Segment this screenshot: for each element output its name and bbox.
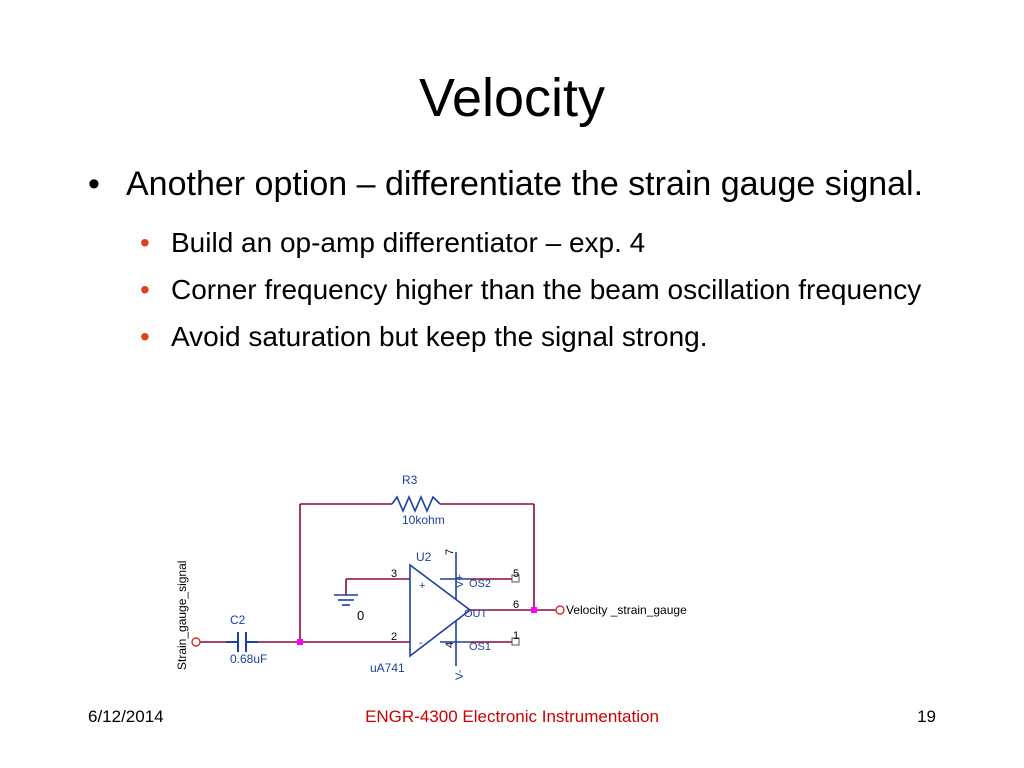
junction-dot xyxy=(297,639,303,645)
c2-label: C2 xyxy=(230,613,246,627)
resistor-r3 xyxy=(391,494,441,514)
junction-dot xyxy=(531,607,537,613)
bullet-level2: • Corner frequency higher than the beam … xyxy=(88,273,968,306)
input-terminal xyxy=(191,637,201,647)
footer-page-number: 19 xyxy=(917,707,936,726)
footer-course: ENGR-4300 Electronic Instrumentation xyxy=(365,707,659,726)
os1-label: OS1 xyxy=(469,641,491,653)
bullet-dot: • xyxy=(88,165,100,203)
output-label: Velocity _strain_gauge xyxy=(566,603,687,617)
r3-value: 10kohm xyxy=(402,513,445,527)
out-label: OUT xyxy=(464,608,488,620)
pin-5-label: 5 xyxy=(513,568,519,580)
inverting-sign: - xyxy=(419,637,423,649)
vminus-label: V- xyxy=(454,669,466,680)
input-label: Strain_gauge_signal xyxy=(175,561,189,670)
bullet-list: • Another option – differentiate the str… xyxy=(88,162,968,353)
pin5-terminal xyxy=(511,574,520,583)
pin1-terminal xyxy=(511,637,520,646)
pin-4-label: 4 xyxy=(444,642,456,648)
pin-7-label: 7 xyxy=(444,549,456,555)
pin-3-label: 3 xyxy=(391,568,397,580)
ground-symbol xyxy=(334,594,358,606)
r3-label: R3 xyxy=(402,473,418,487)
output-terminal xyxy=(555,605,565,615)
bullet-text: Avoid saturation but keep the signal str… xyxy=(171,321,708,352)
differentiator-schematic: R3 10kohm C2 0.68uF U2 uA741 0 Strain_ga… xyxy=(175,473,687,680)
bullet-level2: • Build an op-amp differentiator – exp. … xyxy=(88,226,968,259)
bullet-level1: • Another option – differentiate the str… xyxy=(88,162,968,206)
ground-label: 0 xyxy=(357,608,364,623)
schematic-wires xyxy=(200,503,556,643)
os2-label: OS2 xyxy=(469,578,491,590)
u2-part: uA741 xyxy=(370,661,405,675)
bullet-text: Build an op-amp differentiator – exp. 4 xyxy=(171,227,646,258)
footer-date: 6/12/2014 xyxy=(88,707,164,726)
c2-value: 0.68uF xyxy=(230,652,267,666)
opamp-u2 xyxy=(409,552,472,666)
bullet-dot: • xyxy=(140,227,150,258)
vplus-label: V+ xyxy=(454,574,466,588)
bullet-text: Another option – differentiate the strai… xyxy=(126,165,924,203)
pin-2-label: 2 xyxy=(391,631,397,643)
u2-label: U2 xyxy=(416,550,432,564)
bullet-level2: • Avoid saturation but keep the signal s… xyxy=(88,320,968,353)
slide-title: Velocity xyxy=(418,68,606,128)
noninverting-sign: + xyxy=(419,580,425,592)
capacitor-c2 xyxy=(226,632,258,652)
bullet-text: Corner frequency higher than the beam os… xyxy=(171,274,922,305)
pin-1-label: 1 xyxy=(513,630,519,642)
pin-6-label: 6 xyxy=(513,599,519,611)
bullet-dot: • xyxy=(140,321,150,352)
bullet-dot: • xyxy=(140,274,150,305)
